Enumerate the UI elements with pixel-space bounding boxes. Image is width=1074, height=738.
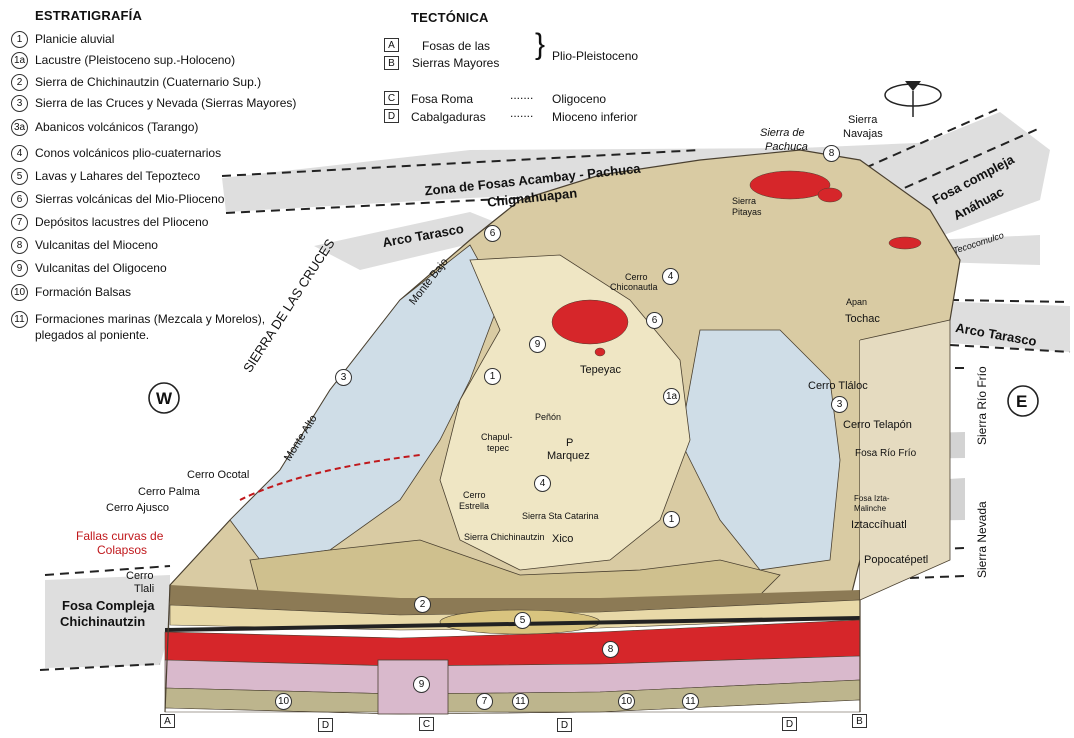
xico-label: Xico [552, 533, 573, 545]
map-num-8-top: 8 [823, 145, 840, 162]
fosa-rio-frio-label: Fosa Río Frío [855, 448, 916, 459]
cerro-tlali-label1: Cerro [126, 570, 154, 582]
p-marquez-label2: Marquez [547, 450, 590, 462]
sierra-pitayas-label2: Pitayas [732, 207, 762, 217]
bottom-box-d3: D [782, 717, 797, 731]
west-label: W [156, 389, 172, 409]
cerro-palma-label: Cerro Palma [138, 486, 200, 498]
fallas-label2: Colapsos [97, 543, 147, 557]
bottom-box-d2: D [557, 718, 572, 732]
map-num-4-low: 4 [534, 475, 551, 492]
fosa-chichinautzin-label2: Chichinautzin [60, 614, 145, 629]
sierra-navajas-label1: Sierra [848, 114, 877, 126]
fosa-chichinautzin-label1: Fosa Compleja [62, 598, 154, 613]
fosa-izta-label1: Fosa Izta- [854, 494, 890, 503]
fosa-izta-label2: Malinche [854, 504, 886, 513]
bottom-box-b: B [852, 714, 867, 728]
map-num-8-red: 8 [602, 641, 619, 658]
tochac-label: Tochac [845, 313, 880, 325]
map-num-1-right: 1 [663, 511, 680, 528]
map-num-5: 5 [514, 612, 531, 629]
map-num-6-mid: 6 [646, 312, 663, 329]
map-num-10b: 10 [618, 693, 635, 710]
sierra-chichinautzin-label: Sierra Chichinautzin [464, 532, 545, 542]
chapultepec-label1: Chapul- [481, 432, 513, 442]
map-num-3-left: 3 [335, 369, 352, 386]
map-num-11a: 11 [512, 693, 529, 710]
iztaccihuatl-label: Iztaccíhuatl [851, 519, 907, 531]
sierra-pitayas-label1: Sierra [732, 196, 756, 206]
red-patch-small [595, 348, 605, 356]
red-patch-tepeyac [552, 300, 628, 344]
map-num-11b: 11 [682, 693, 699, 710]
sierra-pachuca-label2: Pachuca [765, 141, 808, 153]
cerro-chiconautla-label1: Cerro [625, 272, 648, 282]
bottom-box-a: A [160, 714, 175, 728]
red-patch-apan [889, 237, 921, 249]
fallas-label1: Fallas curvas de [76, 529, 163, 543]
map-num-10a: 10 [275, 693, 292, 710]
cerro-ajusco-label: Cerro Ajusco [106, 502, 169, 514]
north-arrow [885, 81, 941, 117]
sierra-sta-catarina-label: Sierra Sta Catarina [522, 511, 599, 521]
map-num-3-right: 3 [831, 396, 848, 413]
map-num-7: 7 [476, 693, 493, 710]
fault-dash-5 [950, 300, 1070, 302]
red-patch-navajas [818, 188, 842, 202]
p-marquez-label1: P [566, 437, 573, 449]
sierra-nevada-label: Sierra Nevada [975, 501, 989, 578]
map-num-6-arco: 6 [484, 225, 501, 242]
map-num-2: 2 [414, 596, 431, 613]
sierra-rio-frio-label: Sierra Río Frío [975, 366, 989, 445]
cerro-estrella-label1: Cerro [463, 490, 486, 500]
cerro-tlali-label2: Tlali [134, 583, 154, 595]
bottom-box-c: C [419, 717, 434, 731]
cerro-tlaloc-label: Cerro Tláloc [808, 380, 868, 392]
map-num-9: 9 [529, 336, 546, 353]
map-num-1a: 1a [663, 388, 680, 405]
map-num-4-chiconautla: 4 [662, 268, 679, 285]
cerro-ocotal-label: Cerro Ocotal [187, 469, 249, 481]
map-num-9-low: 9 [413, 676, 430, 693]
map-num-1-left: 1 [484, 368, 501, 385]
fault-dash-11 [910, 576, 965, 578]
east-label: E [1016, 392, 1027, 412]
penon-label: Peñón [535, 412, 561, 422]
chapultepec-label2: tepec [487, 443, 509, 453]
cerro-estrella-label2: Estrella [459, 501, 489, 511]
apan-label: Apan [846, 297, 867, 307]
sierra-pachuca-label1: Sierra de [760, 127, 805, 139]
cerro-chiconautla-label2: Chiconautla [610, 282, 658, 292]
cerro-telapon-label: Cerro Telapón [843, 419, 912, 431]
tepeyac-label: Tepeyac [580, 364, 621, 376]
bottom-box-d1: D [318, 718, 333, 732]
popocatepetl-label: Popocatépetl [864, 554, 928, 566]
sierra-navajas-label2: Navajas [843, 128, 883, 140]
